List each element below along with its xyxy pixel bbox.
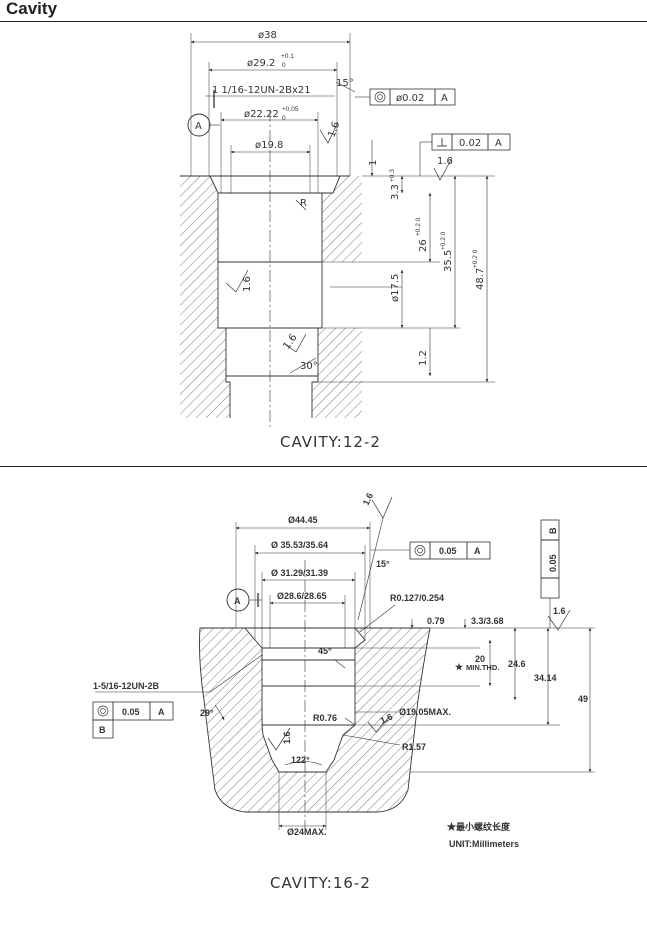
label-thread-bottom: 1-5/16-12UN-2B (93, 681, 160, 691)
label-d29-tol-dn: 0 (282, 62, 286, 69)
label-d3129: Ø 31.29/31.39 (271, 568, 328, 578)
label-d29: ø29.2 (247, 58, 275, 69)
min-thd-star-icon: ★ (455, 662, 464, 672)
label-dim-33: 3.3 (390, 184, 401, 200)
label-dim-26-tol: +0.2 0 (415, 217, 422, 236)
caption-cavity-16-2: CAVITY:16-2 (270, 874, 371, 892)
top-body-left-hatch (180, 176, 230, 418)
label-fcf-top-value: 0.05 (439, 546, 457, 556)
label-d286: Ø28.6/28.65 (277, 591, 327, 601)
label-20: 20 (475, 654, 485, 664)
top-body-right-hatch (312, 176, 362, 418)
label-chamfer-r: R (300, 198, 307, 209)
section-divider (0, 466, 647, 468)
label-3414: 34.14 (534, 673, 557, 683)
note-units: UNIT:Millimeters (449, 839, 519, 849)
label-dim-1: 1 (368, 160, 379, 166)
label-angle-29: 29° (200, 708, 214, 718)
label-roughness-c: 1.6 (242, 276, 253, 292)
caption-cavity-12-2: CAVITY:12-2 (280, 433, 381, 451)
label-angle-15-top: 15° (336, 78, 354, 89)
label-roughness-d: 1.6 (281, 332, 299, 351)
label-d3553: Ø 35.53/35.64 (271, 540, 328, 550)
label-d22-tol-up: +0.05 (282, 106, 299, 113)
label-angle-15-bottom: 15° (376, 559, 390, 569)
label-fcf1-value: ø0.02 (396, 93, 424, 104)
label-d1905: Ø19.05MAX. (399, 707, 451, 717)
label-roughness-right: 1.6 (553, 606, 566, 616)
label-roughness-top: 1.6 (361, 491, 375, 507)
label-roughness-mid: 1.6 (379, 711, 395, 725)
label-dim-12: 1.2 (418, 350, 429, 366)
label-fcf-left-value: 0.05 (122, 707, 140, 717)
label-dim-33-tol: +0.3 (389, 169, 396, 182)
label-datum-a-bottom: A (234, 596, 241, 606)
label-d29-tol-up: +0.1 (281, 53, 294, 60)
label-fcf1-ref: A (441, 93, 448, 104)
drawing-cavity-16-2 (92, 496, 595, 830)
label-d175: ø17.5 (390, 274, 401, 302)
label-roughness-a: 1.6 (326, 120, 342, 139)
title-rule (0, 21, 647, 23)
label-roughness-b: 1.6 (437, 156, 453, 167)
label-dim-487: 48.7 (475, 268, 486, 290)
label-dim-355-tol: +0.2 0 (440, 231, 447, 250)
label-fcf2-ref: A (495, 138, 502, 149)
label-d4445: Ø44.45 (288, 515, 318, 525)
drawing-cavity-12-2 (180, 33, 511, 430)
label-d198: ø19.8 (255, 140, 283, 151)
bottom-labels: Ø44.45 Ø 35.53/35.64 Ø 31.29/31.39 Ø28.6… (93, 491, 588, 892)
label-d22-tol-dn: 0 (282, 115, 286, 122)
label-33: 3.3/3.68 (471, 616, 504, 626)
label-thread-top: 1 1/16-12UN-2Bx21 (212, 85, 311, 96)
datum-a-top (187, 113, 211, 137)
top-labels: ø38 ø29.2 +0.1 0 1 1/16-12UN-2Bx21 15° ø… (195, 30, 502, 451)
label-d22: ø22.22 (244, 109, 279, 120)
label-49: 49 (578, 694, 588, 704)
label-angle-122: 122° (291, 755, 310, 765)
label-r076: R0.76 (313, 713, 337, 723)
label-roughness-low: 1.6 (282, 731, 292, 744)
label-angle-45: 45° (318, 646, 332, 656)
page-title: Cavity (6, 0, 58, 18)
note-min-thread-length: ★最小螺纹长度 (447, 821, 511, 832)
label-fcf-top-ref: A (474, 546, 481, 556)
label-datum-b: B (99, 725, 106, 735)
label-datum-a-top: A (195, 121, 202, 132)
label-min-thd: MIN.THD. (466, 663, 499, 672)
label-fcf-right-ref: B (548, 527, 558, 534)
label-fcf2-value: 0.02 (459, 138, 481, 149)
label-r157: R1.57 (402, 742, 426, 752)
label-od38: ø38 (258, 30, 277, 41)
label-dim-487-tol: +0.2 0 (472, 249, 479, 268)
label-dim-26: 26 (418, 239, 429, 252)
label-fcf-left-ref: A (158, 707, 165, 717)
label-079: 0.79 (427, 616, 445, 626)
label-246: 24.6 (508, 659, 526, 669)
label-angle-30: 30° (300, 361, 318, 372)
label-fcf-right-value: 0.05 (548, 554, 558, 572)
label-dim-355: 35.5 (443, 250, 454, 272)
label-d24max: Ø24MAX. (287, 827, 327, 837)
label-r0127: R0.127/0.254 (390, 593, 444, 603)
